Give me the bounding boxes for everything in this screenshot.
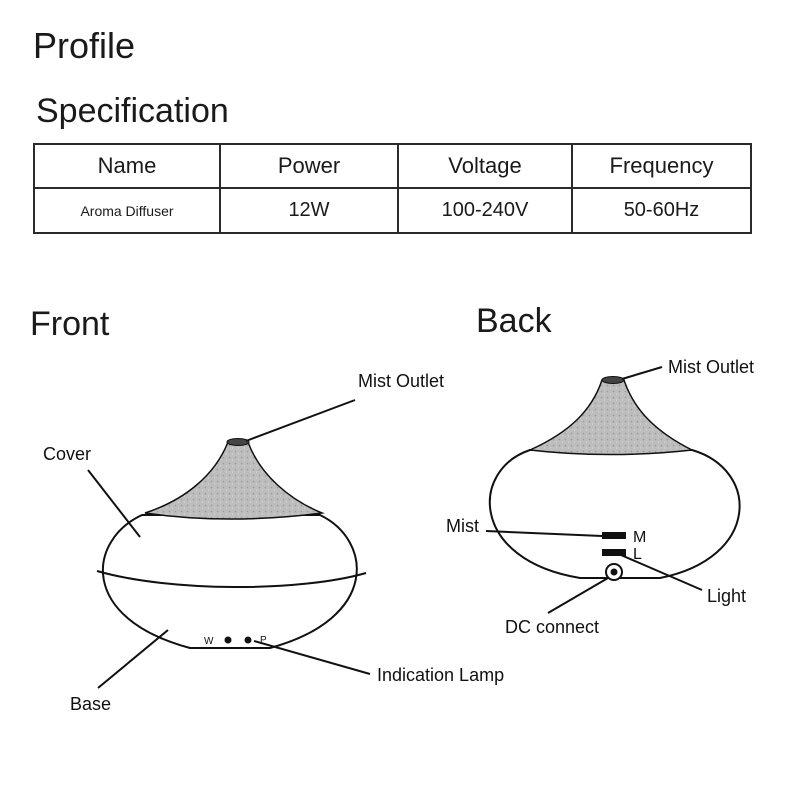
back-diffuser-body [488,449,741,579]
front-mist-outlet-hole [226,438,250,446]
front-diffuser-body [101,514,358,649]
front-seam-line [96,570,367,588]
cell-power: 12W [219,187,399,234]
cover-leader [87,469,141,538]
header-power: Power [219,143,399,189]
front-title: Front [30,305,110,343]
base-label: Base [70,694,111,714]
m-label: M [633,529,646,546]
back-mist-outlet-label: Mist Outlet [668,357,754,377]
mist-m-button [602,532,626,539]
front-mist-outlet-label: Mist Outlet [358,371,444,391]
back-mist-outlet-hole [601,376,625,384]
l-label: L [633,546,642,563]
back-title: Back [476,302,552,340]
mist-leader [485,530,603,537]
specification-table: Name Power Voltage Frequency Aroma Diffu… [33,143,752,234]
indication-lamp-leader [253,640,371,675]
base-leader [97,629,169,689]
back-diffuser-cover [527,379,695,456]
light-label: Light [707,586,746,606]
w-indicator-dot [224,636,232,644]
front-diffuser [96,438,367,649]
header-frequency: Frequency [571,143,752,189]
header-voltage: Voltage [397,143,573,189]
profile-title: Profile [33,25,136,66]
p-indicator-dot [244,636,252,644]
table-header-row: Name Power Voltage Frequency [33,143,752,189]
dc-connect-leader [547,577,609,614]
mist-label: Mist [446,516,479,536]
cell-frequency: 50-60Hz [571,187,752,234]
dc-connect-label: DC connect [505,617,599,637]
dc-port-pin [610,568,618,576]
cell-name: Aroma Diffuser [33,187,221,234]
light-leader [613,551,703,591]
header-name: Name [33,143,221,189]
indication-lamp-label: Indication Lamp [377,665,504,685]
front-diffuser-cover [144,441,325,520]
p-label: P [260,635,267,646]
cell-voltage: 100-240V [397,187,573,234]
cover-label: Cover [43,444,91,464]
back-mist-outlet-leader [621,366,663,380]
specification-title: Specification [36,92,229,130]
table-row: Aroma Diffuser 12W 100-240V 50-60Hz [33,187,752,234]
w-label: W [204,636,214,647]
back-diffuser [488,376,741,581]
front-mist-outlet-leader [245,399,356,442]
